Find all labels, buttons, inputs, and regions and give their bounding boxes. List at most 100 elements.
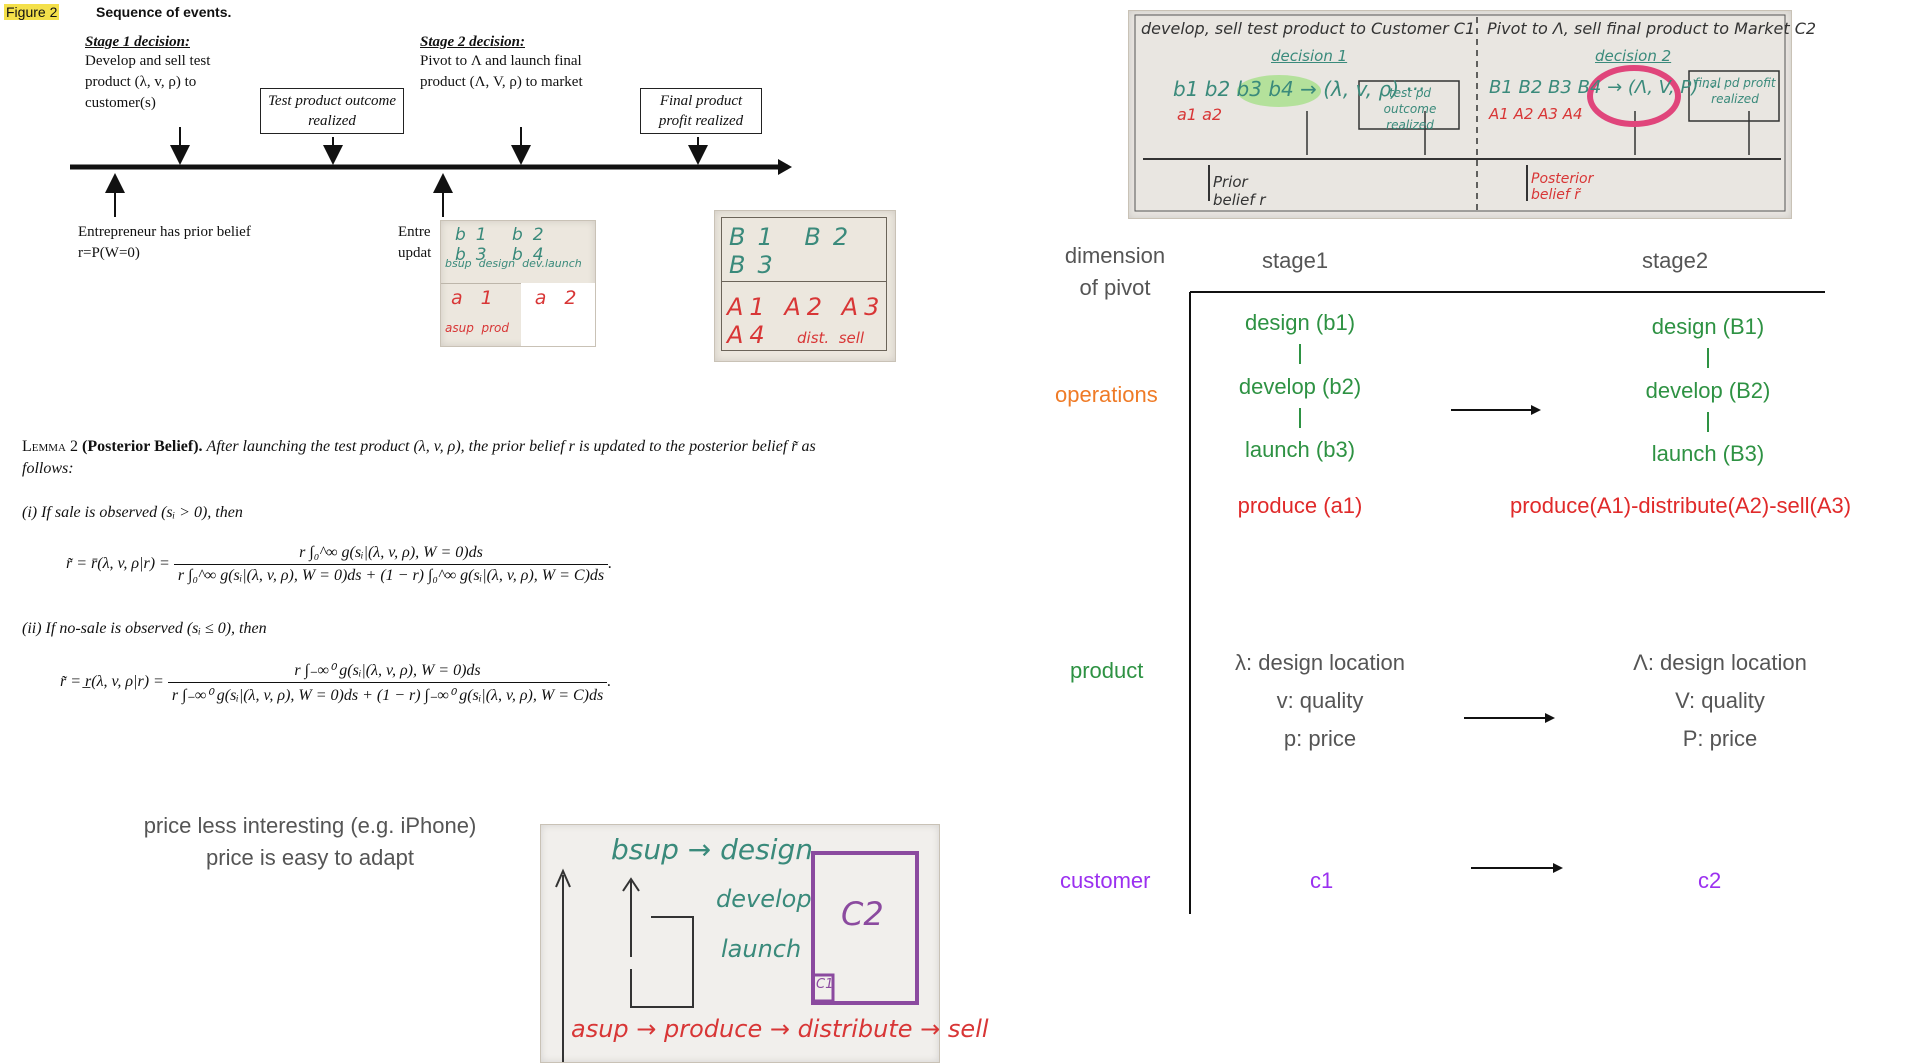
note1-b4: b4 bbox=[512, 245, 554, 265]
row-label-product: product bbox=[1070, 658, 1144, 683]
sketch-bottom-flow: asup → produce → distribute → sell bbox=[571, 1015, 989, 1043]
final-profit-box: Final product profit realized bbox=[640, 88, 762, 134]
lemma-block: Lemma 2 (Posterior Belief). After launch… bbox=[22, 436, 822, 480]
s2-customer: c2 bbox=[1698, 868, 1722, 893]
row-label-operations: operations bbox=[1055, 382, 1158, 407]
sketch-top-flow: bsup → design bbox=[611, 833, 814, 866]
figure-label: Figure 2 bbox=[4, 4, 60, 20]
lemma-label: Lemma 2 bbox=[22, 438, 78, 455]
lemma-intro: After launching the test product (λ, v, … bbox=[22, 438, 816, 477]
top-sketch-right-a: A1 A2 A3 A4 bbox=[1489, 105, 1583, 123]
update-note-partial: Entre updat bbox=[398, 224, 432, 261]
top-sketch-prior: Prior belief r bbox=[1213, 173, 1266, 209]
s2-connector-1 bbox=[1707, 348, 1709, 368]
timeline-arrowhead bbox=[778, 159, 792, 175]
s2-develop: develop (B2) bbox=[1645, 378, 1771, 403]
s1-product-quality: v: quality bbox=[1276, 688, 1364, 713]
bottom-sketch-lines bbox=[555, 851, 919, 1062]
note2-B1: B1 bbox=[729, 223, 785, 251]
timeline-svg bbox=[70, 127, 792, 217]
s2-design: design (B1) bbox=[1651, 314, 1765, 339]
equation-1: r̃ = r̄(λ, v, ρ|r) = r ∫₀^∞ g(sᵢ|(λ, v, … bbox=[66, 544, 613, 584]
lemma-case2: (ii) If no-sale is observed (sᵢ ≤ 0), th… bbox=[22, 620, 267, 637]
lemma-case1: (i) If sale is observed (sᵢ > 0), then bbox=[22, 504, 243, 521]
price-note-line2: price is easy to adapt bbox=[206, 845, 414, 870]
note1-a2: a2 bbox=[534, 287, 595, 309]
top-sketch-left-box: test pd outcome realized bbox=[1383, 86, 1437, 132]
row-label-customer: customer bbox=[1060, 868, 1151, 893]
stage2-note-photo: B1 B2 B3 A1 A2 A3 A4 dist. sell bbox=[714, 210, 896, 362]
stage1-text: Develop and sell test product (λ, v, ρ) … bbox=[85, 53, 211, 111]
note2-A2: A2 bbox=[784, 293, 829, 321]
s2-product-design: Λ: design location bbox=[1633, 650, 1807, 675]
s2-connector-2 bbox=[1707, 412, 1709, 432]
top-sketch-decision2: decision 2 bbox=[1595, 47, 1672, 65]
stage1-decision: Stage 1 decision: Develop and sell test … bbox=[85, 34, 245, 114]
s1-develop: develop (b2) bbox=[1238, 374, 1362, 399]
stage1-note-photo: b1 b2 b3 b4 bsup design dev.launch a1 a2… bbox=[440, 220, 596, 347]
s2-product-price: P: price bbox=[1682, 726, 1758, 751]
stage2-decision: Stage 2 decision: Pivot to Λ and launch … bbox=[420, 34, 620, 93]
s1-product-design: λ: design location bbox=[1235, 650, 1405, 675]
eq2-lhs: r̃ = r̲(λ, v, ρ|r) = bbox=[60, 673, 164, 691]
price-note: price less interesting (e.g. iPhone) pri… bbox=[100, 810, 520, 874]
column-header-stage2: stage2 bbox=[1642, 248, 1709, 273]
stage2-text: Pivot to Λ and launch final product (Λ, … bbox=[420, 53, 583, 90]
eq2-numerator: r ∫₋∞⁰ g(sᵢ|(λ, v, ρ), W = 0)ds bbox=[167, 660, 608, 683]
top-sketch-decision1: decision 1 bbox=[1271, 47, 1348, 65]
prior-belief-note: Entrepreneur has prior belief r=P(W=0) bbox=[78, 224, 251, 261]
table-corner-label: dimension of pivot bbox=[1064, 243, 1166, 300]
top-sketch-right-items: B1 B2 B3 B4 → (Λ, V, P) ··· bbox=[1489, 77, 1722, 98]
eq1-denominator: r ∫₀^∞ g(sᵢ|(λ, v, ρ), W = 0)ds + (1 − r… bbox=[177, 567, 605, 584]
eq1-lhs: r̃ = r̄(λ, v, ρ|r) = bbox=[66, 555, 170, 573]
top-sketch-right-box: final pd profit realized bbox=[1694, 76, 1776, 106]
sketch-c2: C2 bbox=[841, 895, 884, 933]
note2-bottom-labels: dist. sell bbox=[797, 329, 865, 347]
top-sketch-posterior: Posterior belief r̃ bbox=[1531, 171, 1594, 203]
top-sketch-left-items: b1 b2 b3 b4 → (λ, v, ρ) ··· bbox=[1173, 77, 1425, 101]
note2-A1: A1 bbox=[727, 293, 771, 321]
s1-connector-1 bbox=[1299, 344, 1301, 364]
s1-customer: c1 bbox=[1310, 868, 1334, 893]
column-header-stage1: stage1 bbox=[1262, 248, 1329, 273]
figure-title: Sequence of events. bbox=[96, 4, 232, 20]
top-sketch-left-head: develop, sell test product to Customer C… bbox=[1141, 19, 1476, 38]
eq1-numerator: r ∫₀^∞ g(sᵢ|(λ, v, ρ), W = 0)ds bbox=[173, 544, 609, 565]
s1-product-price: p: price bbox=[1283, 726, 1357, 751]
sketch-launch: launch bbox=[721, 935, 802, 963]
top-sketch-lines bbox=[1134, 14, 1786, 212]
stage1-heading: Stage 1 decision: bbox=[85, 34, 190, 50]
top-sketch-photo: develop, sell test product to Customer C… bbox=[1128, 10, 1816, 219]
s1-connector-2 bbox=[1299, 408, 1301, 428]
eq2-denominator: r ∫₋∞⁰ g(sᵢ|(λ, v, ρ), W = 0)ds + (1 − r… bbox=[171, 687, 604, 704]
note1-a1: a1 bbox=[451, 287, 511, 309]
note2-B3: B3 bbox=[729, 251, 785, 279]
sketch-develop: develop bbox=[716, 885, 812, 913]
s2-product-list: Λ: design location V: quality P: price bbox=[1595, 644, 1845, 758]
note2-B2: B2 bbox=[804, 223, 861, 251]
note1-b3: b3 bbox=[455, 245, 497, 265]
sketch-c1: C1 bbox=[816, 977, 834, 992]
note1-bottom-labels: asup prod bbox=[445, 321, 509, 335]
lemma-name: (Posterior Belief). bbox=[82, 438, 203, 455]
price-note-line1: price less interesting (e.g. iPhone) bbox=[143, 813, 477, 838]
table-axes bbox=[1189, 291, 1825, 914]
stage2-heading: Stage 2 decision: bbox=[420, 34, 525, 50]
top-sketch-right-head: Pivot to Λ, sell final product to Market… bbox=[1487, 19, 1817, 38]
note1-b2: b2 bbox=[512, 225, 554, 245]
bottom-sketch-photo: bsup → design develop launch C2 C1 asup … bbox=[540, 824, 989, 1063]
s1-launch: launch (b3) bbox=[1244, 437, 1356, 462]
note2-A3: A3 bbox=[841, 293, 886, 321]
note1-top-labels: bsup design dev.launch bbox=[445, 257, 582, 270]
s2-launch: launch (B3) bbox=[1651, 441, 1765, 466]
s1-design: design (b1) bbox=[1244, 310, 1356, 335]
equation-2: r̃ = r̲(λ, v, ρ|r) = r ∫₋∞⁰ g(sᵢ|(λ, v, … bbox=[60, 660, 612, 704]
top-sketch-left-a: a1 a2 bbox=[1177, 105, 1223, 124]
test-outcome-box: Test product outcome realized bbox=[260, 88, 404, 134]
note1-b1: b1 bbox=[455, 225, 497, 245]
note2-A4: A4 bbox=[727, 321, 771, 349]
s1-produce: produce (a1) bbox=[1237, 493, 1363, 518]
s2-product-quality: V: quality bbox=[1675, 688, 1765, 713]
s2-produce: produce(A1)-distribute(A2)-sell(A3) bbox=[1510, 493, 1852, 518]
s1-product-list: λ: design location v: quality p: price bbox=[1195, 644, 1445, 758]
